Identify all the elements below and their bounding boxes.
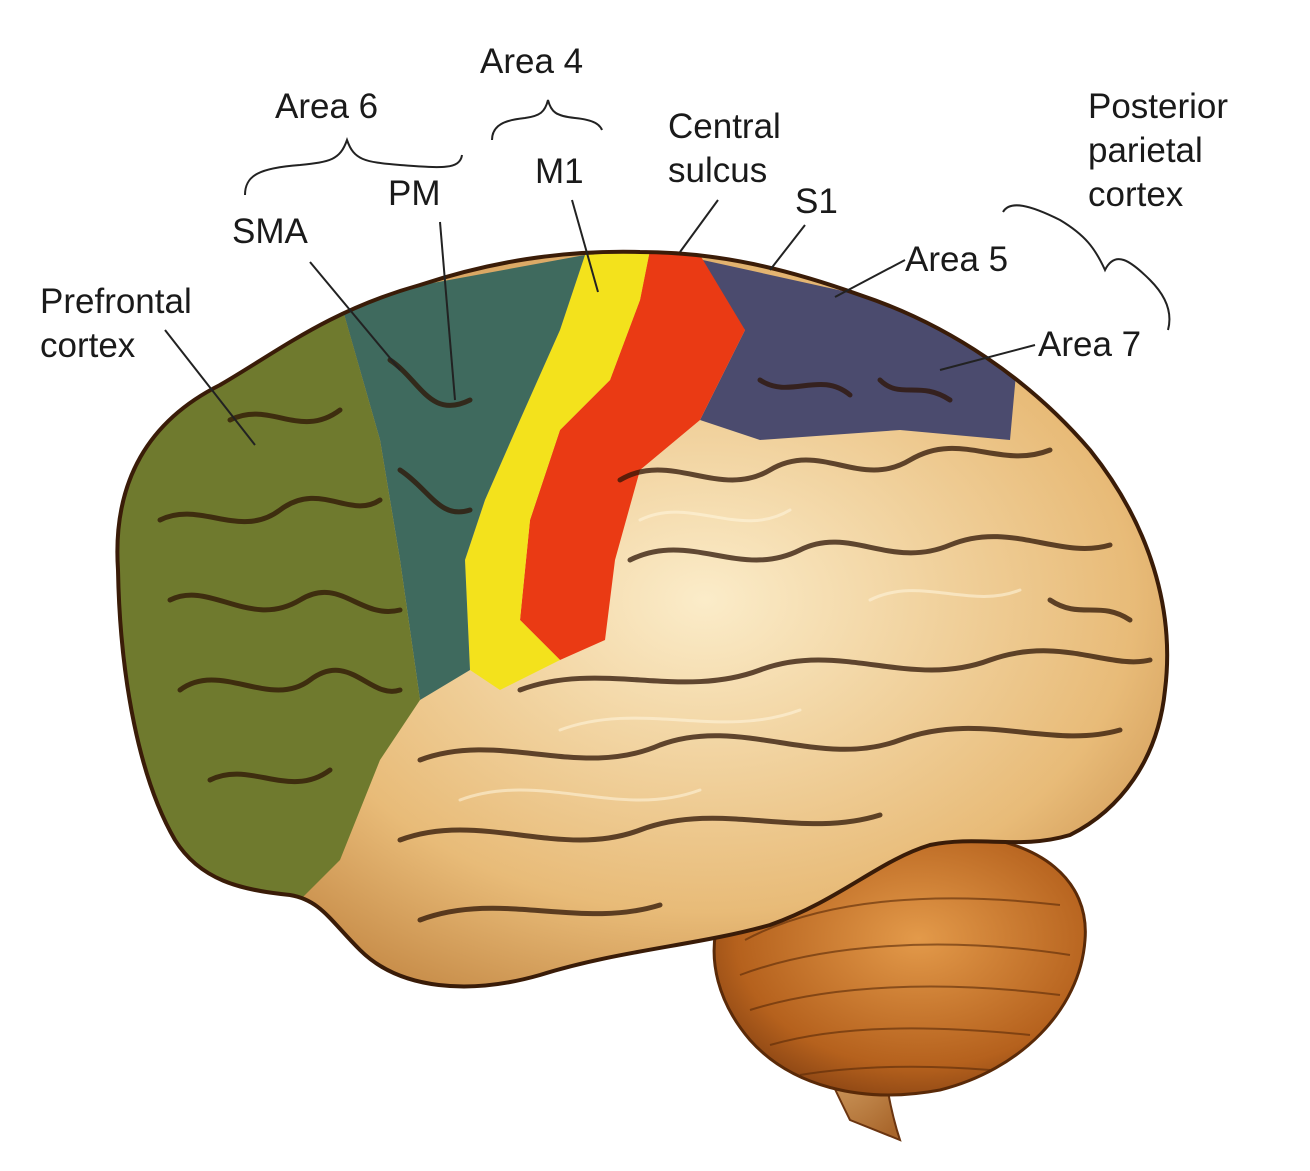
posterior-parietal-line-2: parietal — [1088, 131, 1203, 170]
cerebellum-folia — [739, 897, 1071, 1076]
s1-region — [520, 251, 745, 660]
s1-label: S1 — [795, 182, 838, 221]
posterior-parietal-bracket — [1002, 204, 1171, 331]
prefrontal-label: Prefrontal cortex — [40, 280, 192, 368]
area4-bracket — [491, 99, 603, 141]
bracket-lines — [244, 99, 1171, 331]
m1-leader — [571, 199, 599, 293]
central-sulcus-label: Central sulcus — [668, 105, 781, 193]
area6-bracket — [244, 136, 463, 196]
posterior-parietal-line-3: cortex — [1088, 175, 1184, 214]
central-sulcus-line-1: Central — [668, 107, 781, 146]
leader-lines — [164, 199, 1036, 446]
cerebrum-outline — [115, 249, 1170, 989]
posterior-parietal-line-1: Posterior — [1088, 87, 1229, 126]
area5-label: Area 5 — [905, 240, 1009, 279]
m1-region — [465, 251, 650, 690]
sma-leader — [309, 261, 401, 371]
s1-leader — [769, 224, 806, 271]
pm-leader — [439, 221, 456, 401]
area7-label: Area 7 — [1038, 325, 1142, 364]
prefrontal-leader — [164, 329, 256, 446]
prefrontal-line-2: cortex — [40, 326, 136, 365]
central-sulcus-leader — [679, 199, 719, 253]
area4-label: Area 4 — [480, 42, 584, 81]
posterior-parietal-label: Posterior parietal cortex — [1088, 85, 1228, 217]
area7-leader — [939, 344, 1036, 371]
sma-label: SMA — [232, 212, 308, 251]
prefrontal-line-1: Prefrontal — [40, 282, 192, 321]
area6-label: Area 6 — [275, 87, 379, 126]
area5-leader — [834, 259, 906, 298]
pm-label: PM — [388, 174, 441, 213]
gyri-highlights — [458, 508, 1022, 802]
m1-label: M1 — [535, 152, 584, 191]
sulci — [157, 357, 1153, 923]
central-sulcus-line-2: sulcus — [668, 151, 768, 190]
